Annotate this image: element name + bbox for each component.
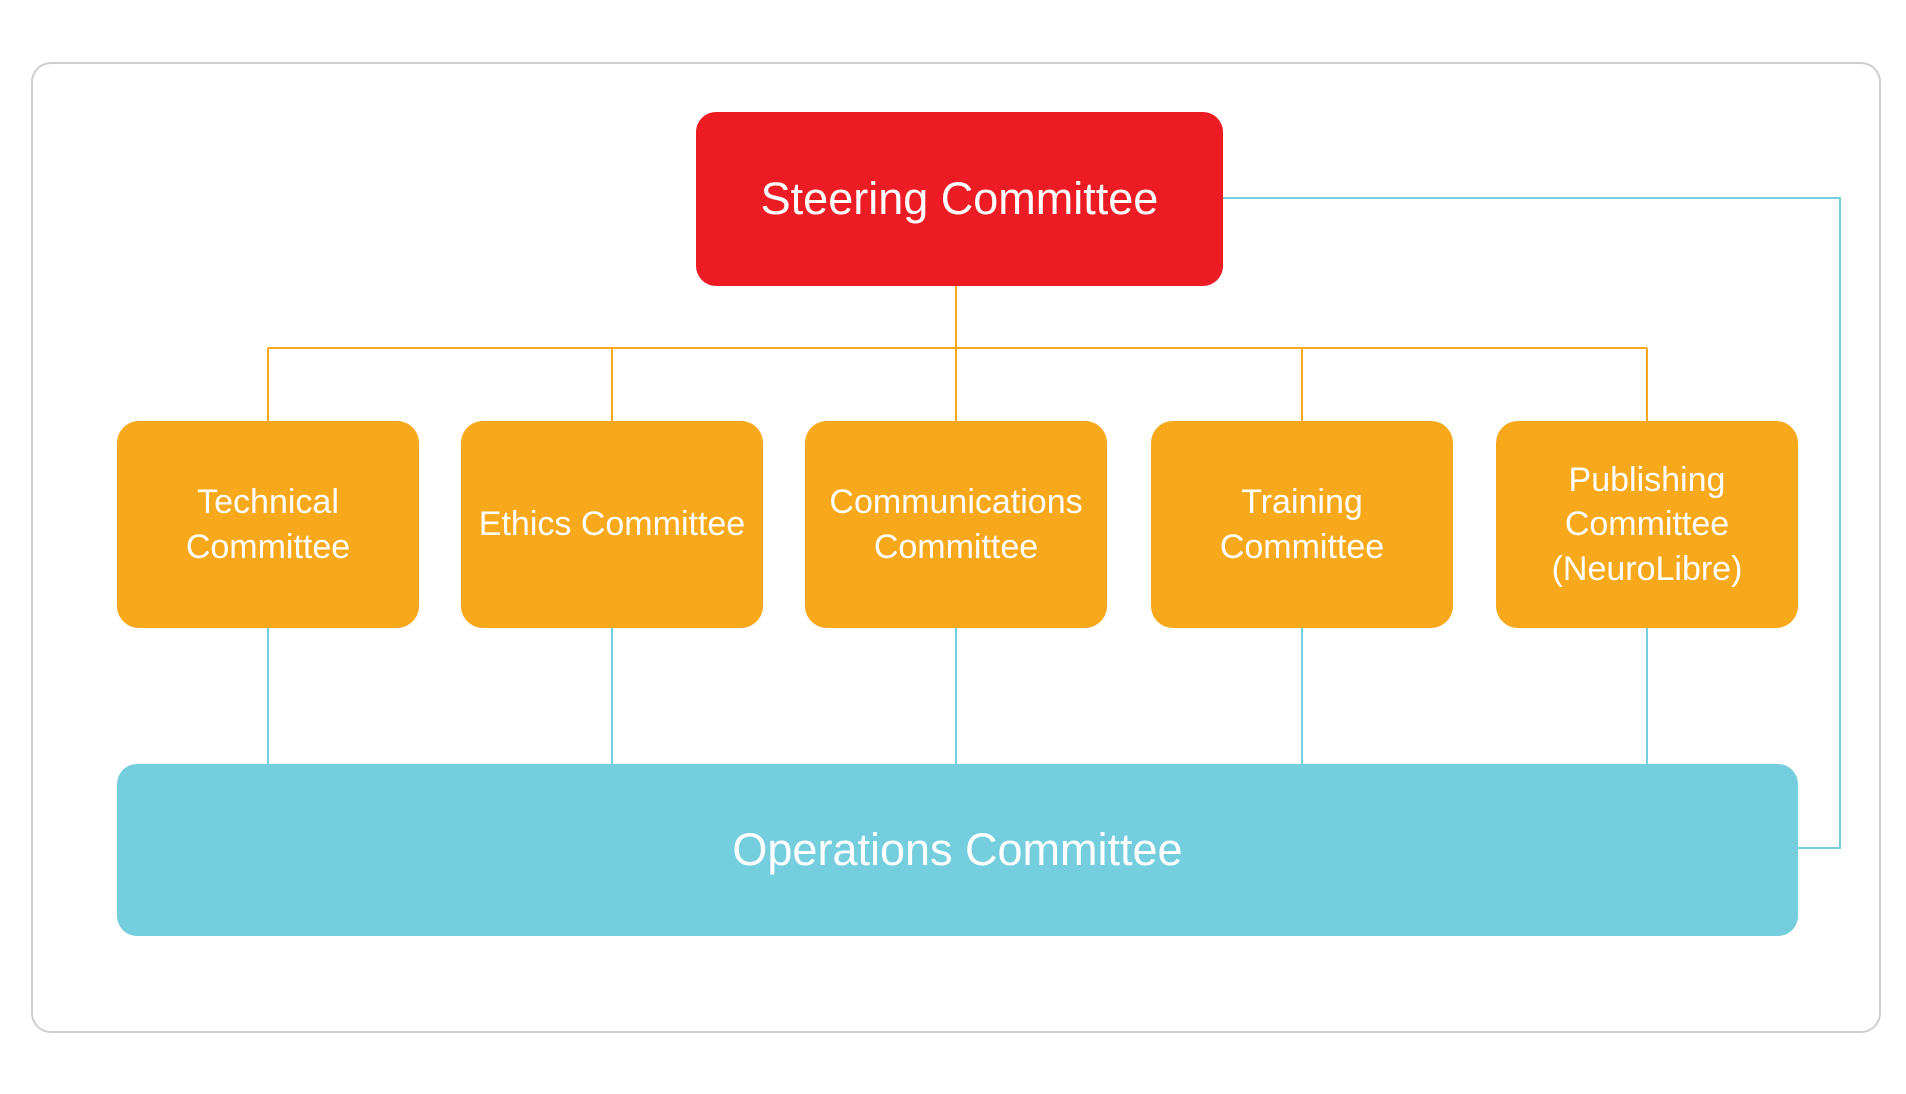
ethics-committee-box: Ethics Committee	[461, 421, 763, 628]
ethics-committee-label: Ethics Committee	[478, 505, 746, 544]
technical-committee-box: Technical Committee	[117, 421, 419, 628]
publishing-committee-box: Publishing Committee (NeuroLibre)	[1496, 421, 1798, 628]
diagram-frame	[31, 62, 1881, 1033]
steering-committee-box: Steering Committee	[696, 112, 1223, 286]
technical-committee-label: Technical Committee	[185, 483, 351, 566]
training-committee-label: Training Committee	[1219, 483, 1385, 566]
steering-committee-label: Steering Committee	[760, 173, 1159, 224]
training-committee-box: Training Committee	[1151, 421, 1453, 628]
operations-committee-box: Operations Committee	[117, 764, 1798, 936]
publishing-committee-label: Publishing Committee (NeuroLibre)	[1551, 461, 1743, 588]
communications-committee-label: Communications Committee	[829, 483, 1083, 566]
communications-committee-box: Communications Committee	[805, 421, 1107, 628]
operations-committee-label: Operations Committee	[732, 824, 1183, 875]
steering-operations-link	[1223, 197, 1841, 849]
